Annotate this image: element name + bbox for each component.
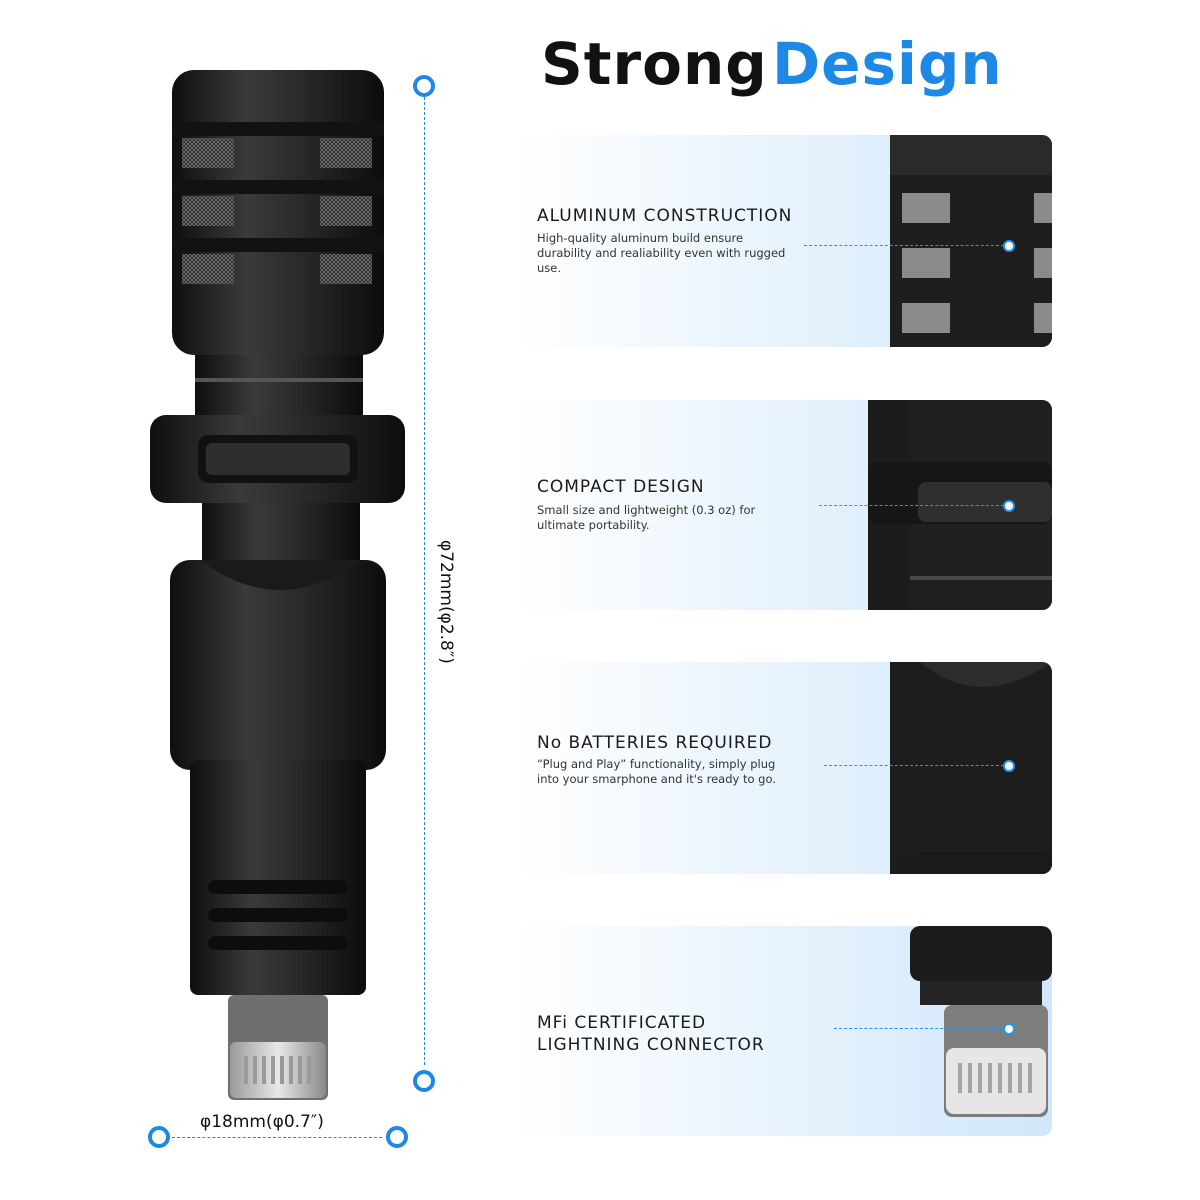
feature-card-aluminum: ALUMINUM CONSTRUCTION High-quality alumi…	[514, 135, 1052, 347]
width-left-marker	[148, 1126, 170, 1148]
feature-title: MFi CERTIFICATED LIGHTNING CONNECTOR	[537, 1013, 765, 1055]
callout-dot	[1003, 760, 1015, 772]
microphone-product-image	[150, 70, 405, 1100]
feature-title: COMPACT DESIGN	[537, 477, 705, 497]
mic-swivel-joint-closeup-icon	[890, 662, 1052, 874]
mic-mesh-head-closeup-icon	[890, 135, 1052, 347]
height-dimension-label: φ72mm(φ2.8″)	[436, 540, 456, 664]
height-top-marker	[413, 75, 435, 97]
mic-clip-closeup-icon	[868, 400, 1052, 610]
callout-line	[824, 765, 1004, 766]
height-dimension-line	[424, 97, 425, 1065]
feature-description: Small size and lightweight (0.3 oz) for …	[537, 503, 756, 532]
callout-dot	[1003, 1023, 1015, 1035]
title-strong: Strong	[541, 30, 768, 98]
callout-dot	[1003, 500, 1015, 512]
feature-title: ALUMINUM CONSTRUCTION	[537, 206, 793, 226]
callout-line	[834, 1028, 1004, 1029]
height-bottom-marker	[413, 1070, 435, 1092]
width-right-marker	[386, 1126, 408, 1148]
feature-card-no-batteries: No BATTERIES REQUIRED “Plug and Play” fu…	[514, 662, 1052, 874]
lightning-connector-closeup-icon	[910, 926, 1052, 1117]
title-design: Design	[772, 30, 1003, 98]
callout-dot	[1003, 240, 1015, 252]
feature-description: “Plug and Play” functionality, simply pl…	[537, 757, 776, 786]
feature-card-compact: COMPACT DESIGN Small size and lightweigh…	[514, 400, 1052, 610]
feature-card-lightning: MFi CERTIFICATED LIGHTNING CONNECTOR	[514, 926, 1052, 1136]
feature-description: High-quality aluminum build ensure durab…	[537, 231, 786, 275]
feature-title: No BATTERIES REQUIRED	[537, 733, 773, 753]
width-dimension-line	[172, 1137, 382, 1138]
callout-line	[804, 245, 1004, 246]
callout-line	[819, 505, 1004, 506]
width-dimension-label: φ18mm(φ0.7″)	[200, 1112, 324, 1132]
